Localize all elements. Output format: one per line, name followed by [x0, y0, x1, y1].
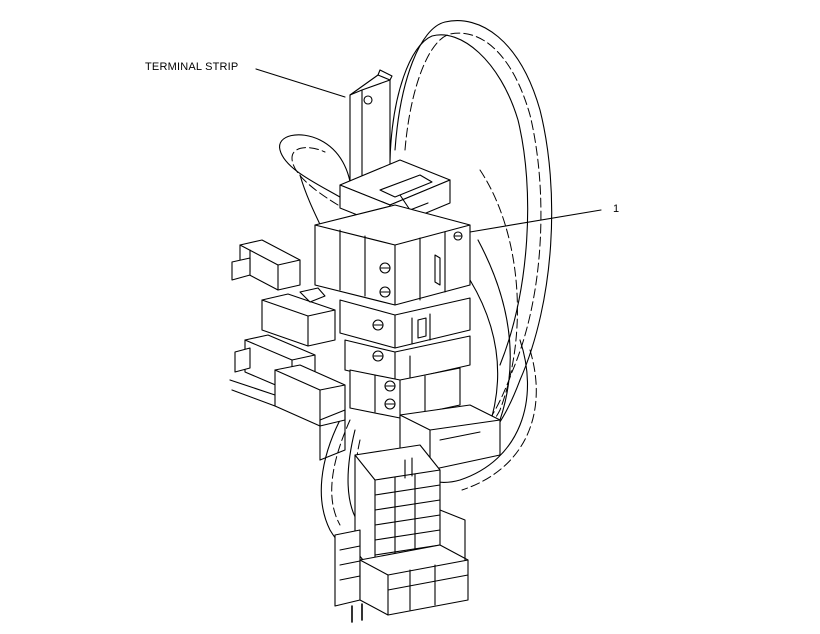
- lower-terminal-stack: [319, 409, 469, 623]
- left-connectors: [229, 239, 346, 427]
- callout-item-1: 1: [613, 203, 620, 215]
- terminal-block-assembly: [314, 159, 501, 471]
- callout-terminal-strip: TERMINAL STRIP: [145, 61, 239, 73]
- leader-lines: [255, 68, 602, 233]
- item-1-leader: [469, 209, 602, 233]
- terminal-strip-leader: [255, 68, 346, 98]
